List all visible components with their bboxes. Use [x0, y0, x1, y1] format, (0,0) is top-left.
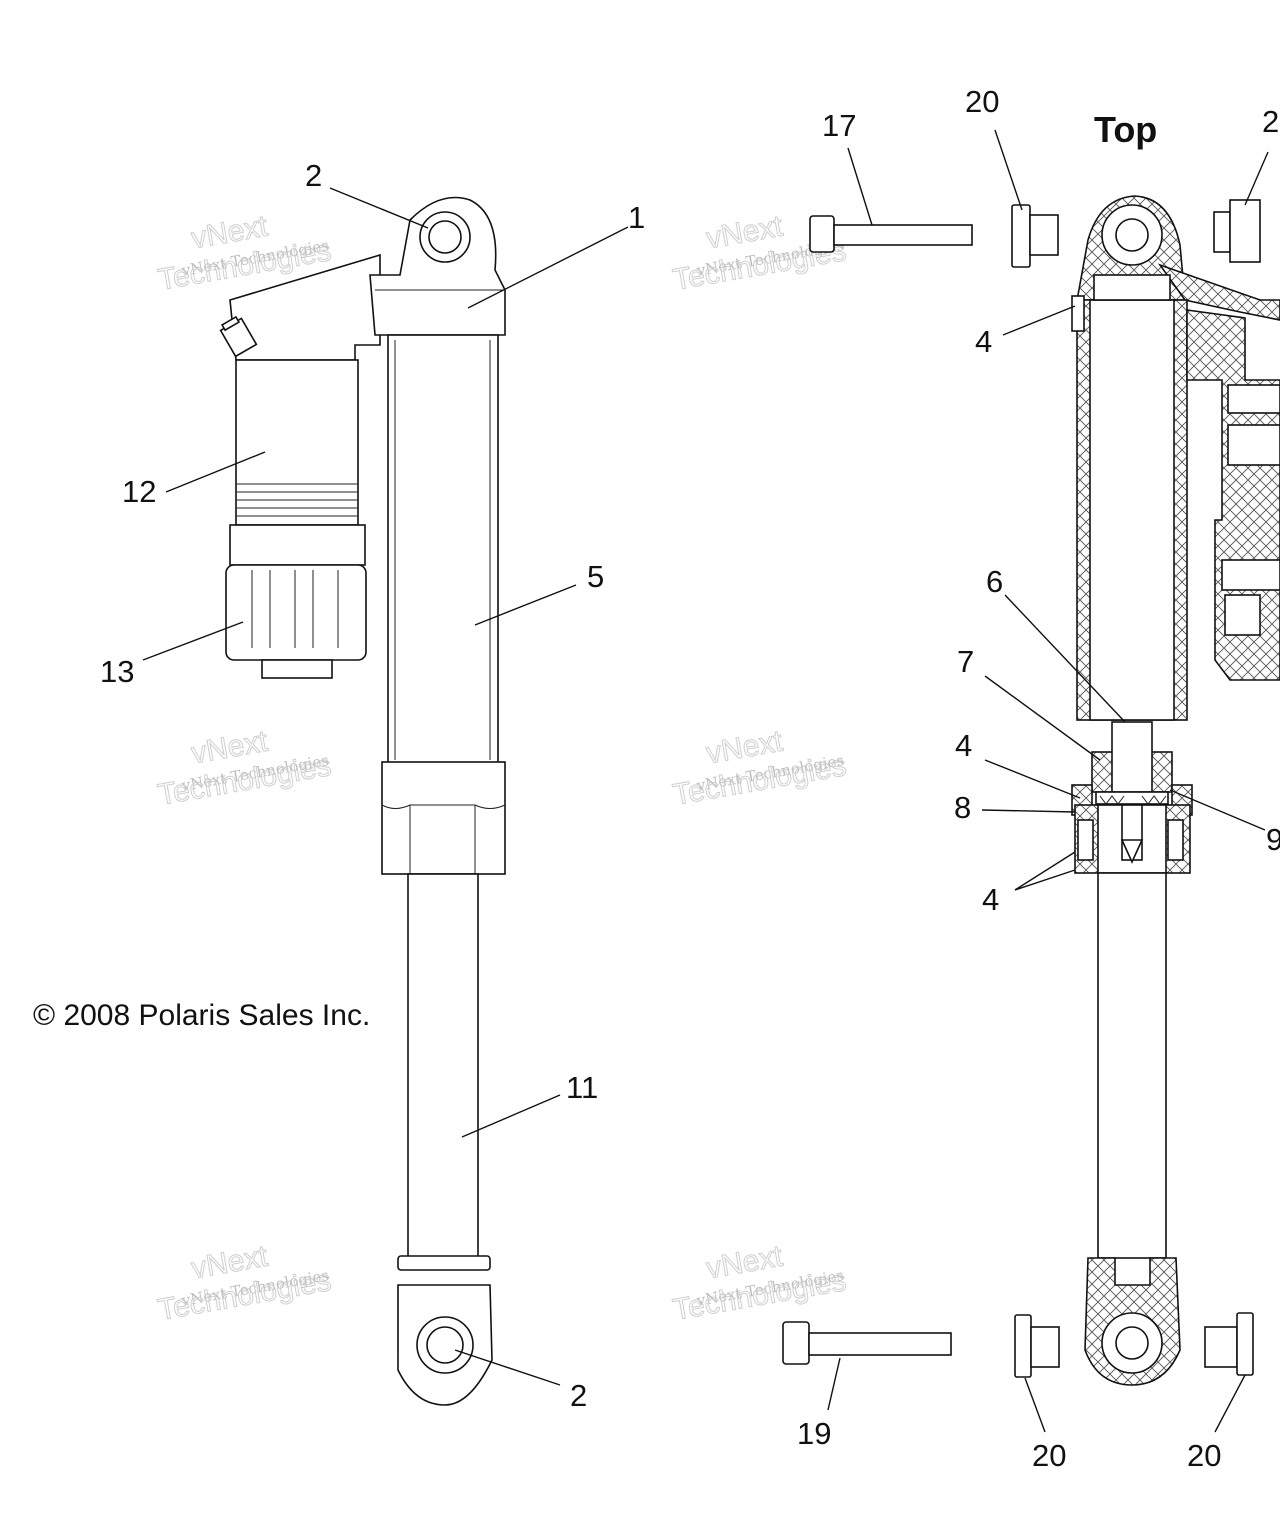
lower-seal-right — [1167, 819, 1184, 861]
top-bushing-inner — [428, 220, 462, 254]
callout-20-bottom-left: 20 — [1032, 1438, 1066, 1473]
lower-seal-left — [1077, 819, 1094, 861]
callout-12: 12 — [122, 474, 156, 509]
bushing-20-top-left — [1011, 204, 1059, 268]
callout-2-bottom: 2 — [570, 1378, 587, 1413]
reservoir-nut — [1224, 594, 1261, 636]
leader-lines — [142, 129, 1269, 1433]
shock-body — [387, 334, 499, 766]
bolt-17 — [809, 215, 973, 253]
callout-7: 7 — [957, 644, 974, 679]
heading-top: Top — [1094, 109, 1157, 150]
reservoir-piston — [1227, 384, 1280, 414]
callout-5: 5 — [587, 559, 604, 594]
cutaway-shock — [782, 195, 1280, 1386]
bottom-bushing-inner — [426, 1326, 464, 1364]
callout-17: 17 — [822, 108, 856, 143]
top-cap-insert — [1093, 274, 1171, 301]
copyright: © 2008 Polaris Sales Inc. — [33, 999, 370, 1032]
assembled-shock — [219, 196, 506, 1406]
watermark: vNext vNext Technologies Technologies — [155, 724, 334, 812]
adjuster-collar — [229, 524, 366, 566]
callout-19: 19 — [797, 1416, 831, 1451]
callout-6: 6 — [986, 564, 1003, 599]
reservoir-adjuster — [1221, 559, 1280, 591]
reservoir-bands — [236, 483, 358, 517]
callout-13: 13 — [100, 654, 134, 689]
body-bore — [1089, 299, 1175, 721]
bushing-top-right — [1213, 199, 1261, 263]
adjuster-knob — [225, 564, 367, 661]
reservoir-valve — [1227, 424, 1280, 466]
watermark: vNext vNext Technologies Technologies — [670, 209, 849, 297]
bolt-19 — [782, 1321, 952, 1365]
shaft-tip — [1120, 839, 1144, 864]
top-cap — [369, 196, 506, 336]
piston-nut — [1111, 721, 1153, 793]
reservoir-body — [235, 359, 359, 526]
knob-nut — [261, 659, 333, 679]
shaft — [407, 873, 479, 1260]
watermark: vNext vNext Technologies Technologies — [670, 1239, 849, 1327]
callout-4-top: 4 — [975, 324, 992, 359]
knob-grooves — [251, 570, 339, 648]
callout-2-top: 2 — [305, 158, 322, 193]
shaft-bumper — [397, 1255, 491, 1271]
watermark: vNext vNext Technologies Technologies — [155, 1239, 334, 1327]
callout-2-right: 2 — [1262, 104, 1279, 139]
bushing-20-bottom-right — [1204, 1312, 1254, 1376]
oring-top — [1071, 295, 1085, 332]
bleed-screw — [219, 315, 258, 358]
cutaway-shaft — [1097, 872, 1167, 1259]
callout-20-bottom-right: 20 — [1187, 1438, 1221, 1473]
callout-4-bottom: 4 — [982, 882, 999, 917]
bushing-20-bottom-left — [1014, 1314, 1060, 1378]
callout-8: 8 — [954, 790, 971, 825]
callout-4-mid: 4 — [955, 728, 972, 763]
callout-20-top: 20 — [965, 84, 999, 119]
callout-1: 1 — [628, 200, 645, 235]
watermark: vNext vNext Technologies Technologies — [670, 724, 849, 812]
callout-11: 11 — [566, 1070, 598, 1105]
callout-9: 9 — [1266, 822, 1280, 857]
top-eye-bushing — [1115, 218, 1149, 252]
seal-nut — [381, 761, 506, 875]
bottom-eye-bushing — [1115, 1326, 1149, 1360]
